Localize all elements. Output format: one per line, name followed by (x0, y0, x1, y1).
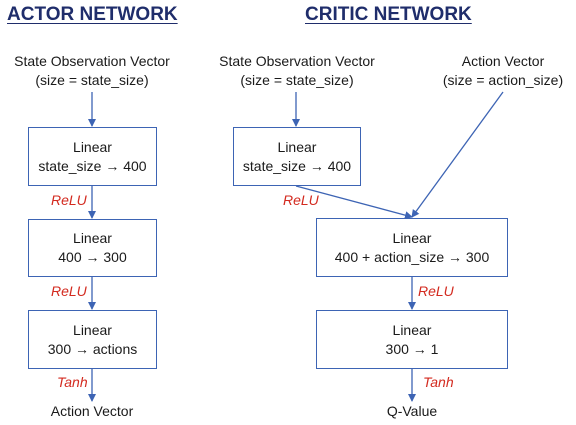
actor-title: ACTOR NETWORK (7, 4, 178, 25)
actor-activation-1: ReLU (51, 192, 87, 208)
critic-state-line1: State Observation Vector (219, 53, 375, 69)
actor-linear-3-dims: 300 → actions (47, 340, 138, 357)
actor-linear-2: Linear 400 → 300 (28, 219, 157, 277)
critic-activation-3: Tanh (423, 374, 454, 390)
actor-activation-3: Tanh (57, 374, 88, 390)
critic-linear-3: Linear 300 → 1 (316, 310, 508, 369)
critic-linear-2-title: Linear (392, 229, 432, 246)
critic-output-label: Q-Value (386, 403, 438, 419)
critic-activation-2: ReLU (418, 283, 454, 299)
critic-arrow-1-2 (295, 185, 413, 220)
critic-title: CRITIC NETWORK (305, 4, 472, 25)
critic-state-input-label: State Observation Vector (size = state_s… (205, 52, 389, 90)
actor-linear-2-dims: 400 → 300 (58, 249, 127, 265)
critic-action-line2: (size = action_size) (442, 72, 564, 88)
critic-linear-3-dims: 300 → 1 (385, 340, 439, 357)
critic-state-line2: (size = state_size) (240, 72, 354, 88)
actor-output-label: Action Vector (50, 403, 134, 419)
critic-arrow-action (411, 91, 504, 218)
actor-input-label: State Observation Vector (size = state_s… (0, 52, 184, 90)
critic-linear-3-title: Linear (392, 321, 432, 338)
actor-linear-3-title: Linear (73, 321, 112, 338)
critic-linear-1-dims: state_size → 400 (242, 157, 352, 174)
actor-linear-3: Linear 300 → actions (28, 310, 157, 369)
actor-linear-1-dims: state_size → 400 (38, 157, 147, 174)
critic-action-input-label: Action Vector (size = action_size) (428, 52, 576, 90)
critic-linear-1: Linear state_size → 400 (233, 127, 361, 186)
critic-action-line1: Action Vector (461, 53, 545, 69)
critic-linear-1-title: Linear (277, 138, 317, 155)
actor-input-line2: (size = state_size) (35, 72, 149, 88)
actor-linear-1-title: Linear (73, 138, 112, 155)
actor-activation-2: ReLU (51, 283, 87, 299)
critic-linear-2: Linear 400 + action_size → 300 (316, 218, 508, 277)
critic-linear-2-dims: 400 + action_size → 300 (334, 248, 490, 265)
critic-activation-1: ReLU (283, 192, 319, 208)
actor-linear-1: Linear state_size → 400 (28, 127, 157, 186)
actor-input-line1: State Observation Vector (14, 53, 170, 69)
actor-linear-2-title: Linear (73, 230, 112, 246)
